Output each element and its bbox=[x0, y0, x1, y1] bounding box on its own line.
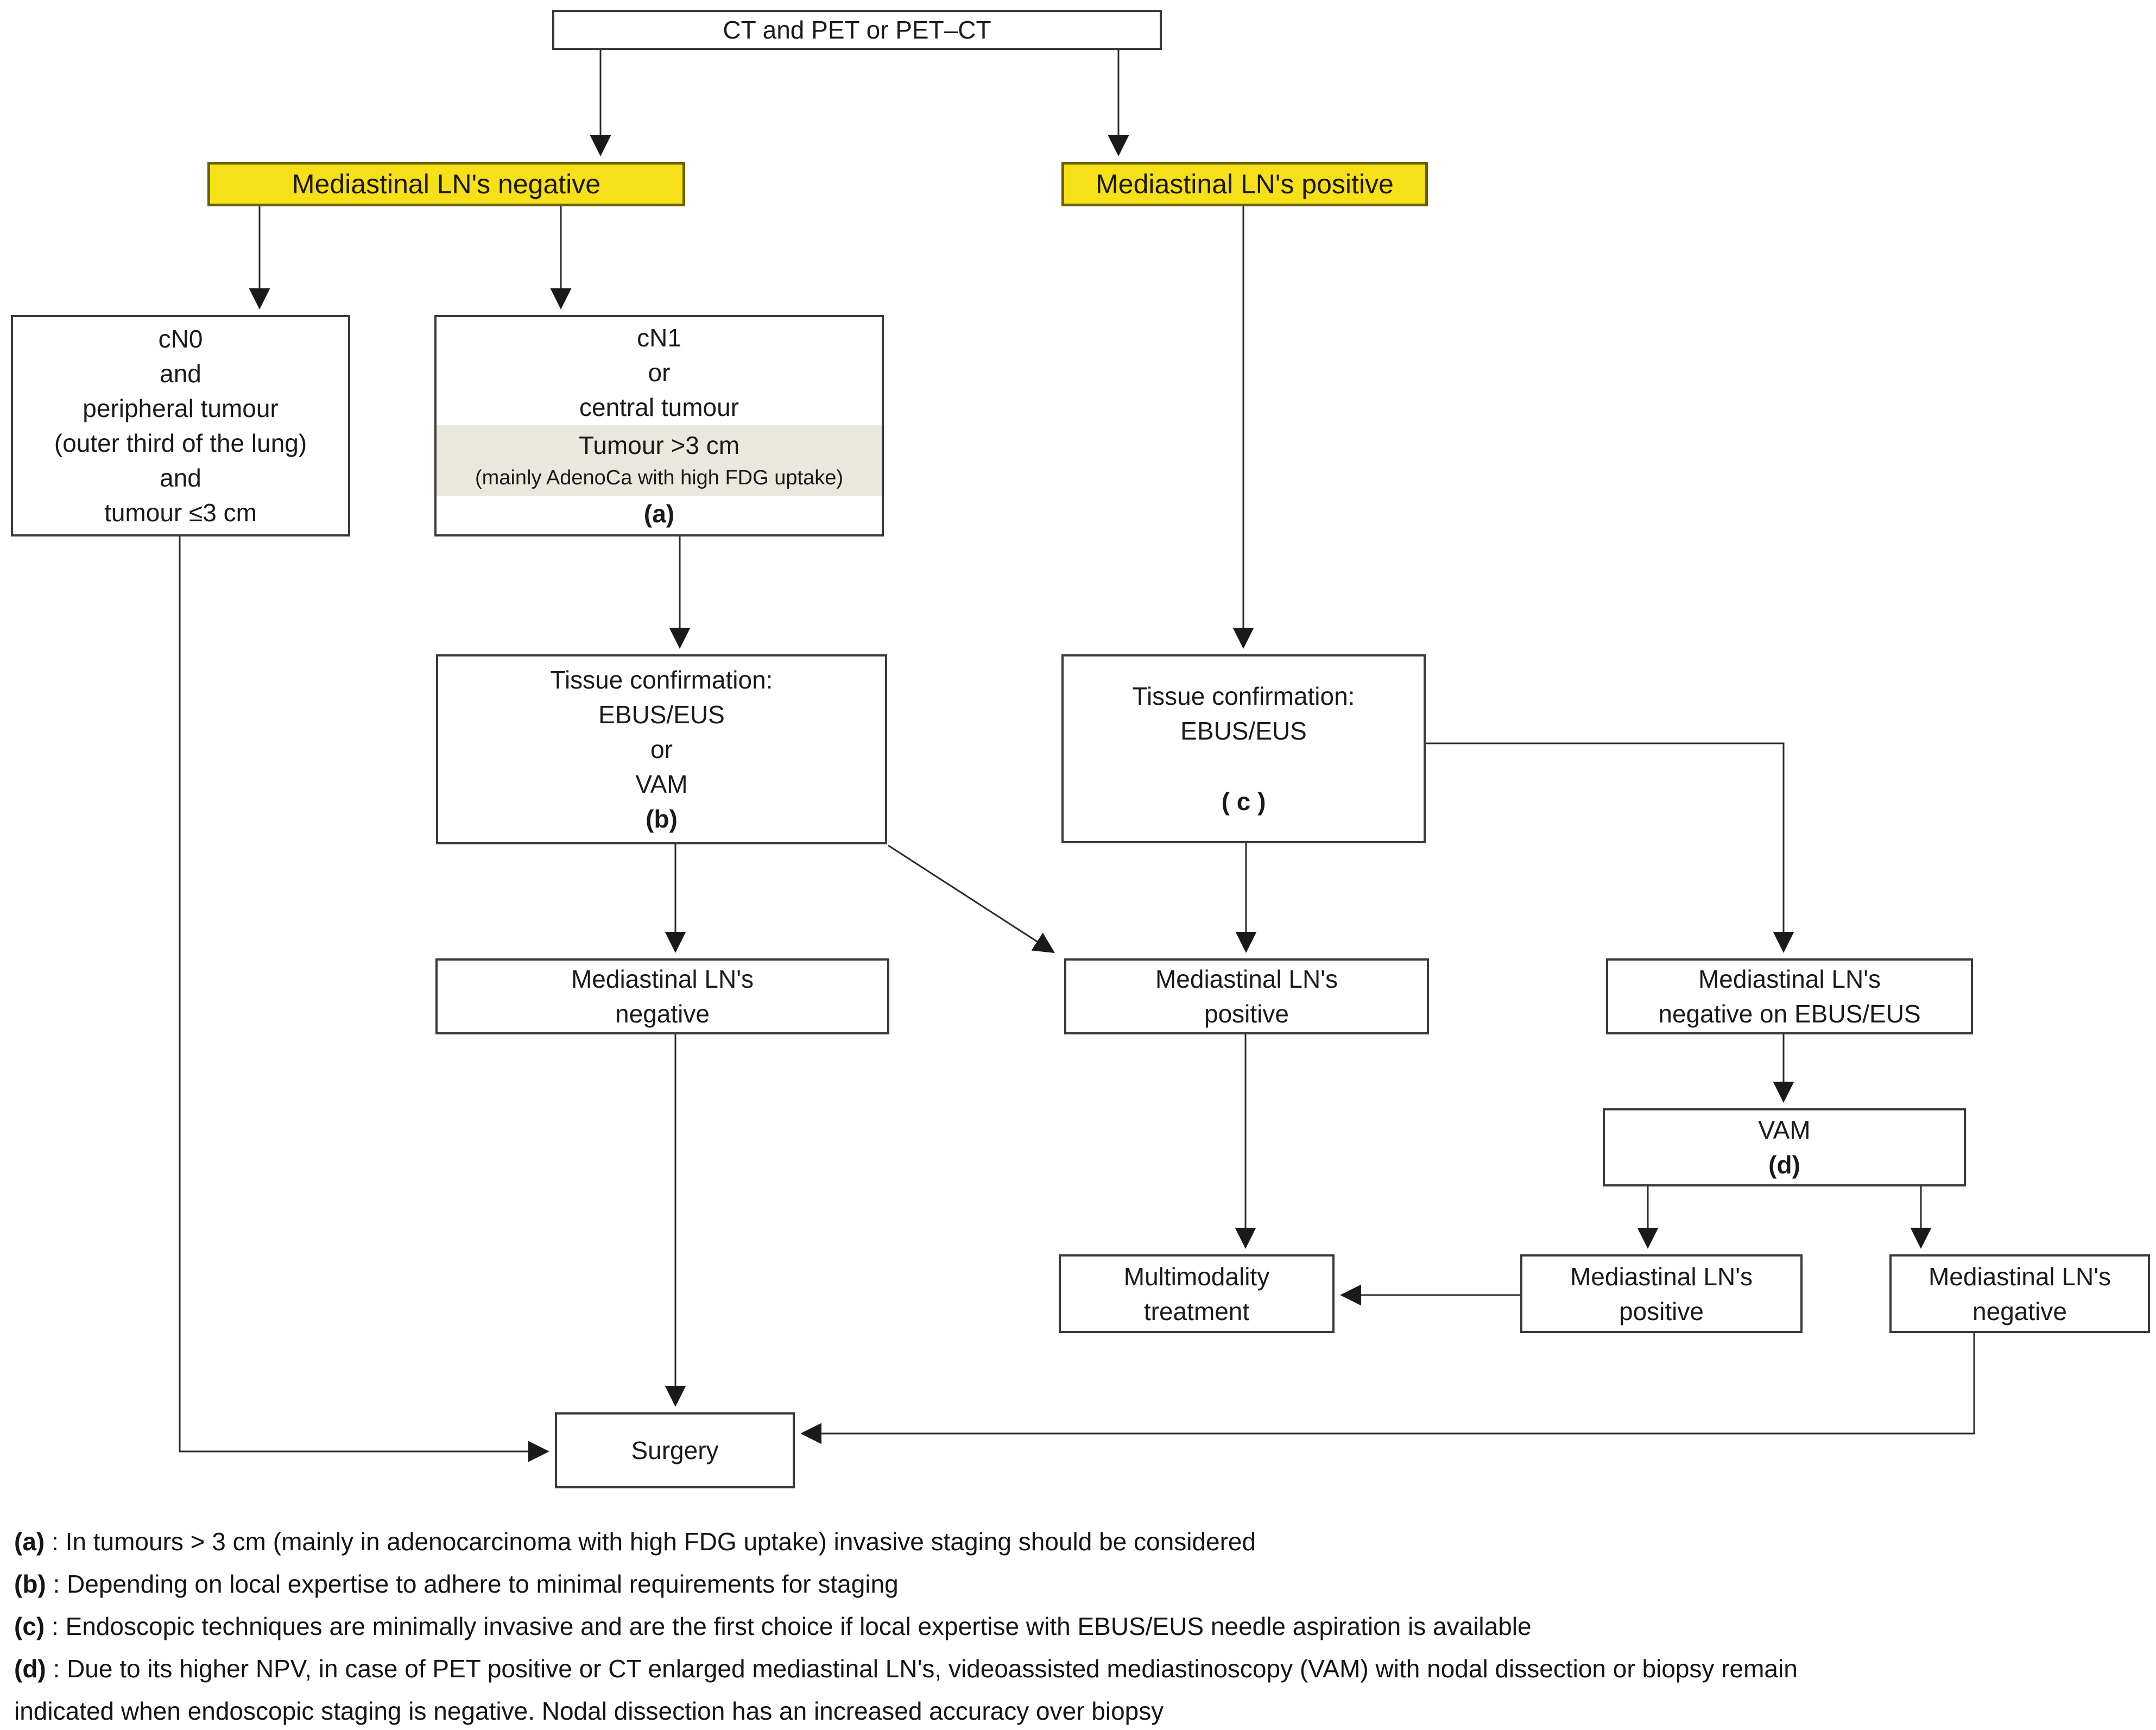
footnote-c-text: : Endoscopic techniques are minimally in… bbox=[45, 1612, 1532, 1640]
cn1-footnote-marker: (a) bbox=[643, 500, 675, 528]
tissue-b-line: EBUS/EUS bbox=[598, 700, 725, 729]
tissue-b-line: Tissue confirmation: bbox=[550, 666, 773, 694]
tissue-b-line: VAM bbox=[635, 770, 688, 798]
vam-line: VAM bbox=[1758, 1116, 1811, 1144]
cn0-line: and bbox=[160, 464, 201, 492]
node-mediastinal-negative: Mediastinal LN's negative bbox=[207, 162, 685, 206]
tissue-b-footnote-marker: (b) bbox=[646, 805, 678, 833]
node-bottom-negative: Mediastinal LN's negative bbox=[1889, 1254, 2150, 1333]
node-mediastinal-negative-label: Mediastinal LN's negative bbox=[292, 169, 601, 199]
tissue-b-line: or bbox=[650, 735, 673, 763]
node-tissue-confirmation-b: Tissue confirmation: EBUS/EUS or VAM (b) bbox=[436, 654, 887, 844]
cn1-band-line: Tumour >3 cm bbox=[578, 431, 740, 459]
connector-cn0-to-surgery bbox=[179, 536, 549, 1462]
cn1-line: or bbox=[648, 358, 671, 387]
footnotes: (a) : In tumours > 3 cm (mainly in adeno… bbox=[14, 1520, 1893, 1730]
footnote-d: (d) : Due to its higher NPV, in case of … bbox=[14, 1647, 1893, 1730]
node-ct-pet-label: CT and PET or PET–CT bbox=[723, 16, 991, 44]
cn0-line: tumour ≤3 cm bbox=[104, 498, 257, 527]
footnote-d-text: : Due to its higher NPV, in case of PET … bbox=[14, 1655, 1798, 1725]
bottom-negative-line: Mediastinal LN's bbox=[1928, 1262, 2111, 1291]
cn1-band-line: (mainly AdenoCa with high FDG uptake) bbox=[475, 466, 843, 489]
multimodality-line: Multimodality bbox=[1123, 1262, 1270, 1291]
tissue-c-footnote-marker: ( c ) bbox=[1221, 787, 1266, 816]
bottom-positive-line: Mediastinal LN's bbox=[1570, 1262, 1753, 1291]
footnote-b-text: : Depending on local expertise to adhere… bbox=[46, 1570, 899, 1598]
mid-negative-line: Mediastinal LN's bbox=[571, 965, 754, 993]
cn0-line: cN0 bbox=[158, 325, 203, 353]
footnote-b-marker: (b) bbox=[14, 1570, 46, 1598]
node-mediastinal-positive-label: Mediastinal LN's positive bbox=[1096, 169, 1394, 199]
multimodality-line: treatment bbox=[1143, 1297, 1250, 1325]
tissue-c-line: Tissue confirmation: bbox=[1132, 682, 1355, 710]
footnote-a-marker: (a) bbox=[14, 1527, 45, 1556]
negative-ebus-line: Mediastinal LN's bbox=[1698, 965, 1881, 993]
node-cn0: cN0 and peripheral tumour (outer third o… bbox=[11, 315, 350, 536]
cn1-line: central tumour bbox=[579, 393, 739, 421]
node-tissue-confirmation-c: Tissue confirmation: EBUS/EUS ( c ) bbox=[1061, 654, 1426, 843]
tissue-c-line: EBUS/EUS bbox=[1180, 717, 1307, 745]
node-vam: VAM (d) bbox=[1603, 1108, 1966, 1186]
mid-negative-line: negative bbox=[615, 1000, 710, 1028]
footnote-c: (c) : Endoscopic techniques are minimall… bbox=[14, 1605, 1893, 1647]
connector-bottom-negative-to-surgery bbox=[800, 1333, 1975, 1444]
footnote-b: (b) : Depending on local expertise to ad… bbox=[14, 1563, 1893, 1605]
node-surgery-label: Surgery bbox=[631, 1436, 719, 1464]
footnote-d-marker: (d) bbox=[14, 1655, 46, 1683]
node-multimodality-treatment: Multimodality treatment bbox=[1059, 1254, 1335, 1333]
node-surgery: Surgery bbox=[555, 1412, 795, 1488]
node-mid-positive: Mediastinal LN's positive bbox=[1064, 958, 1429, 1034]
footnote-a: (a) : In tumours > 3 cm (mainly in adeno… bbox=[14, 1520, 1893, 1563]
bottom-negative-line: negative bbox=[1972, 1297, 2067, 1325]
negative-ebus-line: negative on EBUS/EUS bbox=[1658, 1000, 1921, 1028]
cn0-line: and bbox=[160, 359, 201, 388]
footnote-a-text: : In tumours > 3 cm (mainly in adenocarc… bbox=[45, 1527, 1256, 1556]
mid-positive-line: positive bbox=[1204, 1000, 1289, 1028]
footnote-c-marker: (c) bbox=[14, 1612, 45, 1640]
node-bottom-positive: Mediastinal LN's positive bbox=[1520, 1254, 1803, 1333]
node-cn1: cN1 or central tumour Tumour >3 cm (main… bbox=[434, 315, 884, 536]
mid-positive-line: Mediastinal LN's bbox=[1155, 965, 1338, 993]
connector-tissue-b-to-mid-positive bbox=[888, 844, 1055, 954]
cn1-highlight-band: Tumour >3 cm (mainly AdenoCa with high F… bbox=[437, 425, 882, 496]
node-ct-pet: CT and PET or PET–CT bbox=[552, 10, 1162, 50]
connector-tissue-c-to-negative-ebus bbox=[1426, 742, 1794, 953]
node-mid-negative: Mediastinal LN's negative bbox=[435, 958, 889, 1034]
vam-footnote-marker: (d) bbox=[1768, 1151, 1800, 1179]
cn0-line: peripheral tumour bbox=[83, 394, 279, 422]
node-negative-on-ebus-eus: Mediastinal LN's negative on EBUS/EUS bbox=[1606, 958, 1973, 1034]
cn0-line: (outer third of the lung) bbox=[54, 429, 307, 457]
node-mediastinal-positive: Mediastinal LN's positive bbox=[1061, 162, 1428, 206]
cn1-line: cN1 bbox=[637, 324, 681, 352]
bottom-positive-line: positive bbox=[1619, 1297, 1704, 1325]
